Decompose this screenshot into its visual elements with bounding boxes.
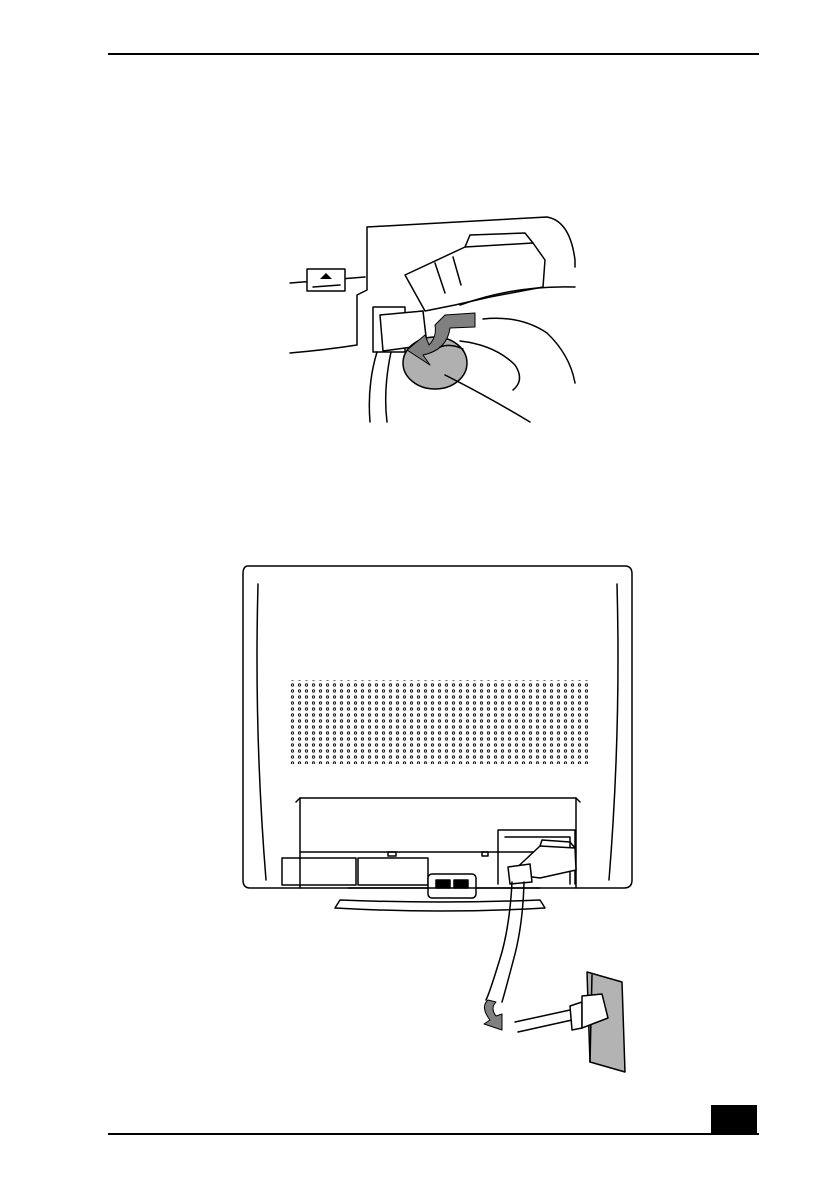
vent-grille xyxy=(288,680,588,764)
monitor-rear-illustration xyxy=(240,562,635,1077)
header-rule xyxy=(108,53,759,55)
cable-clamp-illustration xyxy=(285,215,590,425)
footer-rule xyxy=(108,1133,759,1135)
page-number-tab xyxy=(711,1105,757,1135)
